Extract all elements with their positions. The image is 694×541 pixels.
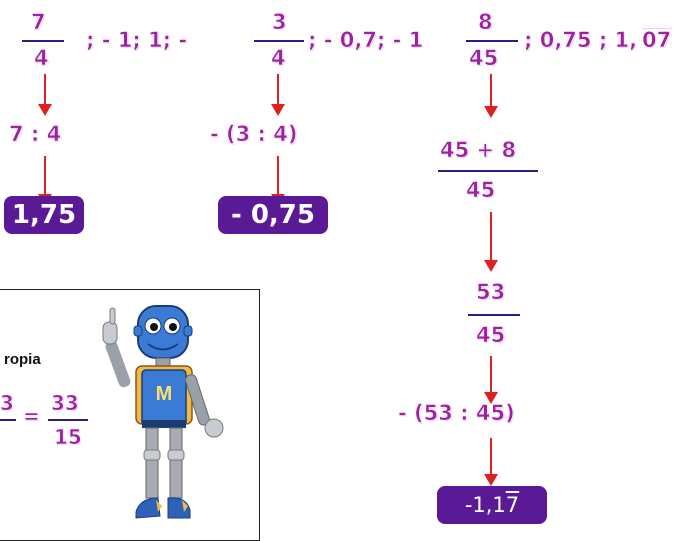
arrow-down xyxy=(484,438,498,486)
division-step: - (3 : 4) xyxy=(210,122,298,146)
result-badge: - 0,75 xyxy=(218,196,328,234)
robot-mascot-icon: M xyxy=(102,305,224,519)
fraction-8-45-denominator: 45 xyxy=(469,46,499,70)
fraction-bar xyxy=(438,170,538,172)
fraction-bar xyxy=(468,314,520,316)
fraction-numerator: 45 + 8 xyxy=(440,138,517,162)
arrow-down xyxy=(38,156,52,206)
fraction-7-4-denominator: 4 xyxy=(34,46,49,70)
fraction-bar xyxy=(22,40,64,42)
sequence-separator-c: ; 0,75 ; 1, xyxy=(524,28,638,52)
equals-sign: = xyxy=(23,404,40,428)
periodic-digit: 7 xyxy=(505,493,520,517)
mascot-letter: M xyxy=(156,383,173,405)
result-integer-part: -1,1 xyxy=(464,493,506,517)
fraction-bar xyxy=(0,419,16,421)
box-fraction-num: 33 xyxy=(51,391,79,415)
arrow-down xyxy=(38,74,52,116)
fraction-8-45-numerator: 8 xyxy=(478,10,493,34)
fraction-denominator: 45 xyxy=(466,178,496,202)
fraction-3-4-denominator: 4 xyxy=(271,46,286,70)
info-box xyxy=(0,289,260,541)
fraction-3-4-numerator: 3 xyxy=(272,10,287,34)
fraction-denominator: 45 xyxy=(476,323,506,347)
fraction-numerator: 53 xyxy=(476,280,506,304)
result-badge: 1,75 xyxy=(4,196,84,234)
periodic-digits: 07 xyxy=(642,28,672,52)
sequence-separator-b: ; - 0,7; - 1 xyxy=(308,28,424,52)
division-step: 7 : 4 xyxy=(9,122,62,146)
sequence-separator-a: ; - 1; 1; - xyxy=(86,28,188,52)
box-fraction-numerator: 3 xyxy=(0,391,14,415)
arrow-down xyxy=(271,156,285,206)
division-step: - (53 : 45) xyxy=(398,401,515,425)
arrow-down xyxy=(484,356,498,404)
fraction-bar xyxy=(466,40,518,42)
fraction-bar xyxy=(254,40,304,42)
arrow-down xyxy=(271,74,285,116)
box-label: ropia xyxy=(4,351,41,368)
box-fraction-den: 15 xyxy=(54,425,82,449)
fraction-bar xyxy=(48,419,88,421)
fraction-7-4-numerator: 7 xyxy=(31,10,46,34)
arrow-down xyxy=(484,74,498,118)
arrow-down xyxy=(484,212,498,272)
